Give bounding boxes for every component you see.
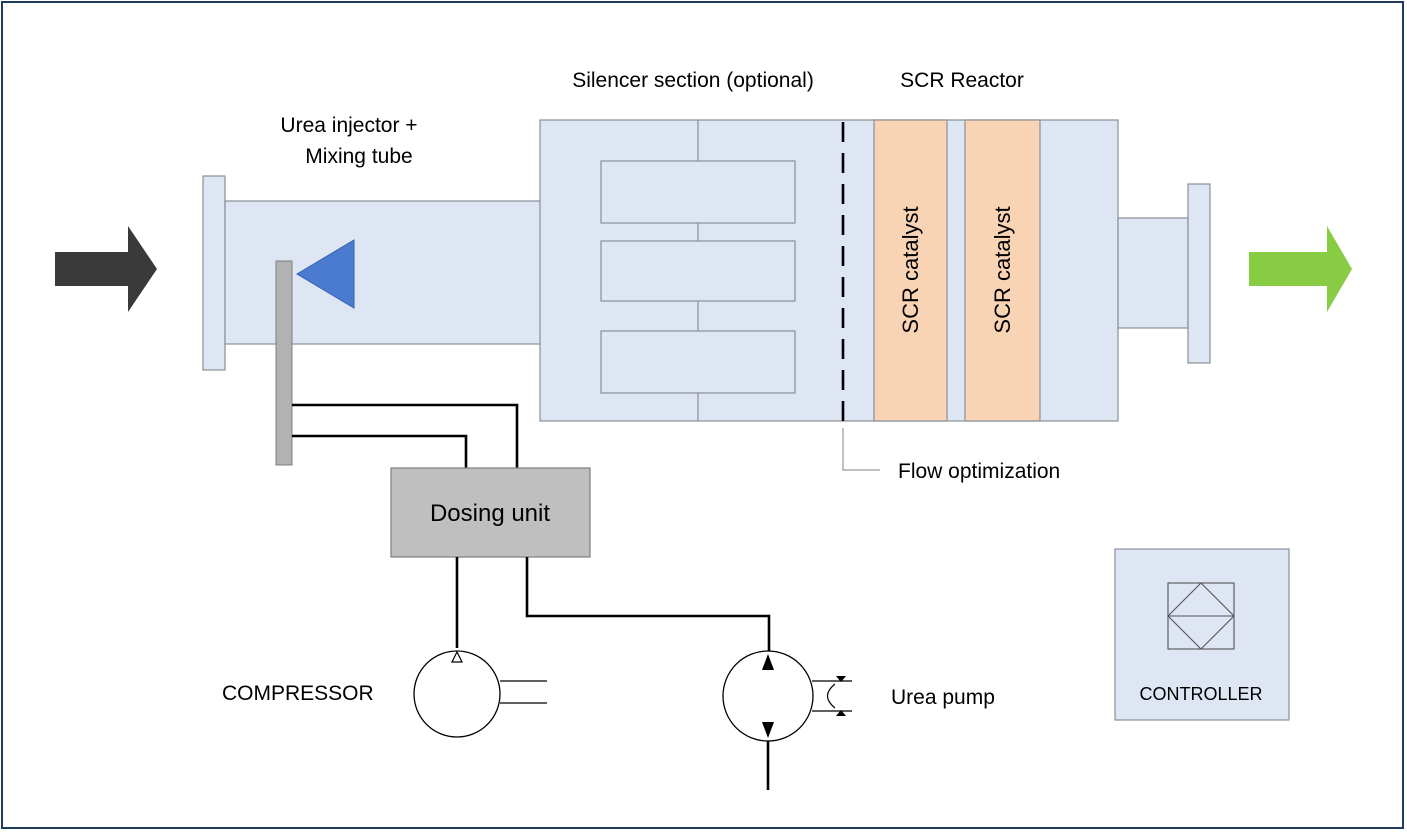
scr-catalyst-label-1: SCR catalyst: [898, 206, 923, 333]
scr-catalyst-block-2: [964, 119, 1041, 422]
mixing-tube: [224, 200, 542, 345]
urea-injector-label-line2: Mixing tube: [305, 145, 412, 168]
outlet-pipe: [1117, 217, 1189, 329]
inlet-arrow-icon: [55, 226, 157, 312]
controller-box: [1114, 548, 1290, 721]
silencer-section-label: Silencer section (optional): [572, 69, 814, 92]
silencer-baffle: [600, 330, 796, 394]
outlet-flange: [1187, 183, 1211, 364]
outlet-arrow-icon: [1249, 226, 1352, 312]
scr-catalyst-label-2: SCR catalyst: [990, 206, 1015, 333]
injector-nozzle-icon: [296, 239, 355, 309]
injector-lance: [275, 260, 293, 466]
urea-supply-line: [525, 557, 771, 660]
dosing-line-urea: [292, 434, 468, 468]
flow-optimization-label: Flow optimization: [898, 460, 1060, 483]
compressor-label: COMPRESSOR: [222, 682, 374, 705]
scr-reactor-label: SCR Reactor: [900, 69, 1024, 92]
dosing-unit-box: [390, 467, 591, 558]
flow-optimization-leader: [842, 428, 880, 471]
controller-symbol-icon: [1167, 582, 1235, 650]
urea-pump-label: Urea pump: [891, 686, 995, 709]
pump-symbol-icon: [722, 650, 852, 790]
scr-catalyst-block-1: [873, 119, 948, 422]
inlet-flange: [202, 175, 226, 371]
dosing-line-air: [292, 403, 519, 468]
silencer-baffle: [600, 160, 796, 224]
compressor-symbol-icon: [413, 650, 547, 738]
controller-label: CONTROLLER: [1139, 684, 1262, 704]
dosing-unit-label: Dosing unit: [430, 500, 550, 527]
urea-injector-label-line1: Urea injector +: [280, 114, 417, 137]
silencer-baffle: [600, 240, 796, 302]
